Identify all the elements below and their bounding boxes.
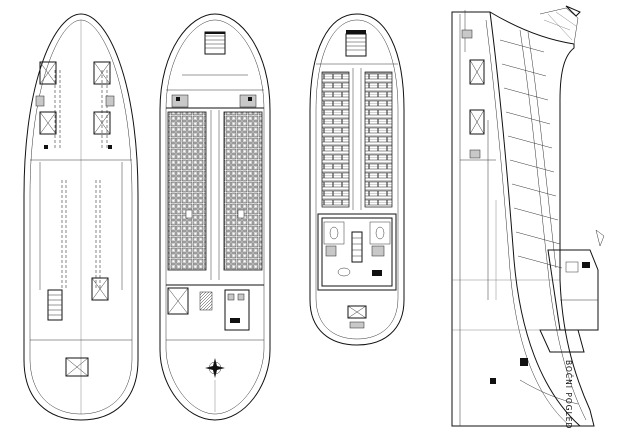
- lower-deck-plan: [309, 13, 405, 346]
- side-view-label: BOČNI POGLED: [564, 360, 573, 429]
- lower-deck-bow-stairs: [345, 30, 367, 57]
- top-deck-stairs: [47, 289, 63, 321]
- lower-deck-toilet-rooms: [323, 221, 391, 257]
- main-deck-seating-port: [167, 111, 207, 271]
- top-deck-cross-box: [93, 111, 111, 135]
- side-view: BOČNI POGLED: [451, 5, 605, 429]
- lower-deck-ladder: [351, 231, 363, 263]
- lower-deck-seat-rows-port: [321, 71, 350, 208]
- main-deck-stern-fitting: [205, 358, 225, 378]
- main-deck-bow-stairs: [204, 31, 226, 55]
- top-deck-cross-box: [39, 111, 57, 135]
- side-view-frames: [499, 39, 563, 269]
- top-deck-plan: [23, 13, 139, 421]
- top-deck-cross-box: [91, 277, 109, 301]
- lower-deck-seat-rows-starboard: [364, 71, 393, 208]
- top-deck-cross-box: [39, 61, 57, 85]
- top-deck-cross-box: [93, 61, 111, 85]
- top-deck-hatch: [65, 357, 89, 377]
- main-deck-plan: [159, 13, 271, 421]
- main-deck-seating-starboard: [223, 111, 263, 271]
